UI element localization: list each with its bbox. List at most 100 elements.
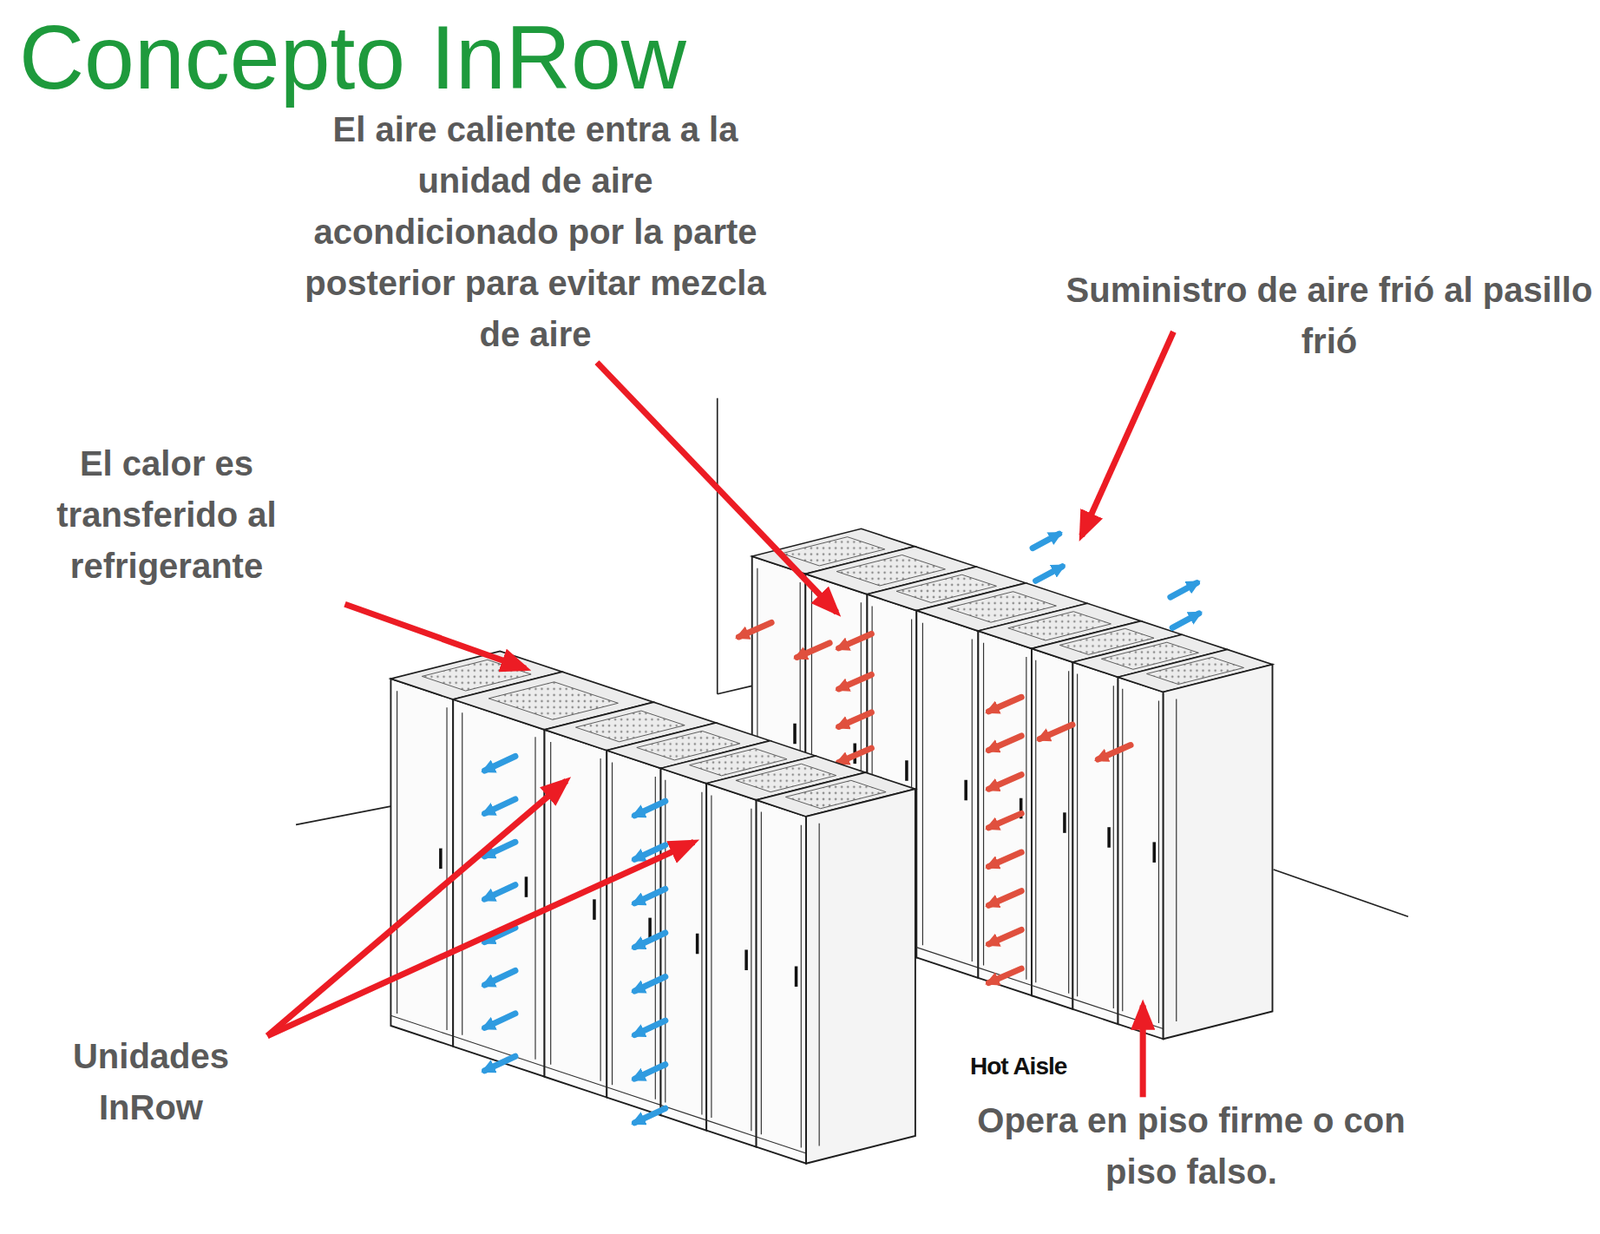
door-handle [1107,826,1111,848]
cold-air-arrow [485,1013,516,1028]
callout-text: El aire caliente entra a la unidad de ai… [301,104,770,361]
rack [1118,649,1273,1039]
door-edge [1035,660,1037,984]
door-edge [600,758,602,1082]
aisle-label: Hot Aisle [970,1052,1109,1081]
cold-air-arrow [634,1064,665,1079]
door-edge [534,736,536,1060]
hot-air-arrow [989,968,1023,983]
floor-line [717,685,753,694]
door-edge [1158,700,1160,1023]
cold-air-arrow [634,977,665,991]
hot-air-arrow [738,622,772,637]
rack-front [544,729,608,1098]
rack-plinth [1072,998,1118,1014]
row-end [806,788,916,1164]
rack-front [390,678,453,1047]
door-handle [1062,812,1067,833]
callout-text: Unidades InRow [46,1030,256,1134]
hot-air-arrow [989,852,1023,866]
cold-air-arrow [485,1055,516,1070]
door-edge [1025,656,1027,980]
door-edge [701,792,702,1115]
door-handle [744,949,748,971]
rack-front [977,630,1032,996]
door-handle [793,723,797,745]
rack-front [916,610,978,978]
rack-front [1072,662,1118,1024]
door-handle [695,933,700,955]
hot-air-arrow [796,642,830,657]
diagram-title: Concepto InRow [19,10,687,105]
door-edge [445,707,447,1030]
door-edge [1121,688,1123,1012]
rack-front [1118,676,1164,1039]
rack-front [706,783,756,1148]
rack-side [1163,664,1273,1040]
door-edge [710,794,712,1118]
hot-air-arrow [839,674,873,689]
cold-air-arrow [634,800,665,815]
rack-front [1031,648,1073,1009]
cold-air-arrow [1170,583,1198,597]
hot-air-arrow [989,735,1023,750]
callout-leader [267,841,695,1036]
rack-side [806,788,916,1164]
cold-air-arrow [634,932,665,947]
door-edge [800,825,802,1148]
door-edge [1113,685,1115,1009]
door-edge [1076,674,1078,997]
callout-text: Suministro de aire frió al pasillo frió [1060,264,1599,368]
door-edge [1175,698,1177,1022]
cold-air-arrow [1032,533,1060,548]
door-handle [794,966,799,988]
cold-air-arrow [485,970,516,984]
rack-plinth [390,1015,453,1037]
hot-air-arrow [989,696,1023,711]
callout-text: Opera en piso firme o con piso falso. [957,1095,1426,1198]
floor-line [1273,869,1409,917]
door-edge [1068,670,1069,994]
cold-air-arrow [634,1108,665,1122]
row-end [1163,664,1273,1040]
door-handle [592,898,597,920]
cold-air-arrow [485,799,516,814]
door-edge [750,808,752,1132]
wall-corner [716,398,719,695]
callout-leader [1140,1004,1147,1097]
hot-air-arrow [989,929,1023,944]
door-edge [396,690,398,1014]
hot-air-arrow [989,813,1023,827]
hot-air-arrow [839,747,873,762]
door-edge [664,780,666,1103]
cold-air-arrow [634,888,665,903]
door-handle [439,848,443,870]
floor-line [295,806,391,825]
hot-air-arrow [989,774,1023,789]
callout-text: El calor es transferido al refrigerante [19,438,315,592]
rack [756,772,916,1164]
rack-plinth [606,1087,661,1106]
door-handle [1152,841,1156,863]
door-edge [971,638,973,962]
door-handle [648,918,652,939]
rack-plinth [977,967,1032,985]
cold-air-arrow [634,1020,665,1035]
cold-air-arrow [1172,613,1200,628]
cold-air-arrow [1036,566,1063,581]
hot-air-arrow [839,633,873,648]
callout-leader [344,603,525,669]
rack-plinth [706,1120,756,1137]
callout-leader [267,780,567,1037]
hot-air-arrow [1097,745,1131,760]
door-handle [524,876,529,898]
hot-air-arrow [989,891,1023,905]
rack-front [756,800,807,1164]
hot-air-arrow [1039,724,1073,739]
door-handle [963,780,968,801]
hot-air-arrow [839,712,873,727]
door-edge [819,823,820,1147]
rack-front [661,767,708,1130]
